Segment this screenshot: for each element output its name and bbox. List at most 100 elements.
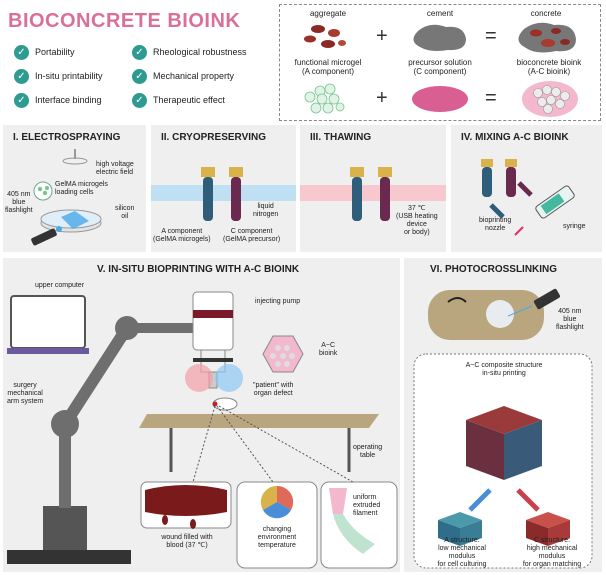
mix-arrow-icon: [489, 181, 533, 219]
bioink-cluster-icon: [522, 81, 578, 117]
split-arrows-icon: [468, 488, 540, 512]
plus-symbol: +: [376, 87, 388, 109]
check-icon: ✓: [132, 44, 147, 60]
a-structure-icon: [438, 512, 482, 546]
cement-label: cement: [426, 9, 454, 18]
nitrogen-label: liquid nitrogen: [253, 203, 279, 218]
tube-c-icon: [378, 167, 392, 221]
aggregate-label: aggregate: [309, 9, 347, 18]
panel-mixing: IV. MIXING A-C BIOINK bioprinting nozzle…: [451, 125, 602, 252]
tube-c-icon: [229, 167, 243, 221]
robot-arm-icon: [7, 316, 199, 564]
flashlight-icon: [507, 288, 561, 317]
needle-icon: [62, 149, 88, 165]
c-structure-label: C structure: high mechanical modulus for…: [522, 537, 582, 568]
plus-symbol: +: [376, 25, 388, 47]
panel-thawing: III. THAWING 37 ℃ (USB heating device or…: [300, 125, 446, 252]
panel-title: IV. MIXING A-C BIOINK: [461, 132, 569, 143]
gelma-label: GelMA microgels loading cells: [55, 181, 108, 196]
main-title: BIOCONCRETE BIOINK: [8, 10, 241, 32]
feature-item: ✓Interface binding: [14, 92, 103, 108]
composite-label: A~C composite structure in-situ printing: [465, 362, 543, 377]
table-label: operating table: [353, 444, 383, 459]
oil-label: silicon oil: [115, 205, 135, 220]
c-structure-icon: [526, 512, 570, 546]
filament-icon: [320, 481, 398, 569]
computer-icon: [7, 295, 89, 354]
panel-title: I. ELECTROSPRAYING: [13, 132, 121, 143]
analogy-top-row: [304, 22, 576, 53]
tissue-tray-icon: [428, 290, 544, 340]
flashlight-icon: [31, 226, 62, 246]
thawing-illustration: [300, 167, 446, 221]
panel-cryopreserving: II. CRYOPRESERVING liquid nitrogen A com…: [151, 125, 296, 252]
tube-a-icon: [350, 167, 364, 221]
mixing-illustration: [481, 159, 575, 236]
flashlight-label: 405 nm blue flashlight: [556, 308, 584, 331]
pump-icon: [192, 291, 234, 389]
nozzle-glow-icon: [185, 364, 243, 392]
tube-c-icon: [505, 159, 517, 197]
wound-icon: [140, 481, 232, 529]
equals-symbol: =: [485, 25, 497, 47]
patient-mouse-icon: [212, 397, 238, 411]
check-icon: ✓: [14, 44, 29, 60]
heating-band: [300, 185, 446, 201]
tube-a-icon: [481, 159, 493, 197]
aggregate-icon: [304, 25, 346, 48]
wound-label: wound filled with blood (37 ℃): [161, 534, 213, 549]
temperature-label: 37 ℃ (USB heating device or body): [396, 205, 438, 236]
microgel-cluster-icon: [304, 83, 345, 114]
check-icon: ✓: [14, 92, 29, 108]
environment-label: changing environment temperature: [257, 526, 297, 549]
c-component-label: C component (GelMA precursor): [223, 228, 281, 243]
pump-label: injecting pump: [255, 298, 301, 305]
check-icon: ✓: [132, 68, 147, 84]
a-structure-label: A structure: low mechanical modulus for …: [437, 537, 487, 568]
tube-a-icon: [201, 167, 215, 221]
panel-title: III. THAWING: [310, 132, 372, 143]
patient-label: "patient" with organ defect: [253, 382, 294, 397]
photocrosslinking-illustration: [413, 288, 593, 569]
analogy-bottom-row: [304, 81, 578, 117]
concrete-icon: [518, 22, 576, 53]
panel-photocrosslinking: VI. PHOTOCROSSLINKING: [404, 258, 602, 572]
analogy-box: aggregate cement concrete + = functional…: [279, 4, 601, 121]
cement-icon: [413, 24, 466, 51]
syringe-label: syringe: [563, 223, 586, 230]
cryo-illustration: [151, 167, 296, 221]
dish-icon: [40, 209, 102, 233]
bioprinting-illustration: [7, 291, 398, 569]
bioink-hex-icon: [262, 335, 304, 373]
thermometer-wheel-icon: [236, 481, 318, 569]
features-left: ✓Portability ✓In-situ printability ✓Inte…: [14, 44, 103, 108]
computer-label: upper computer: [35, 282, 85, 289]
a-component-label: A component (GelMA microgels): [153, 228, 211, 243]
panel-title: V. IN-SITU BIOPRINTING WITH A-C BIOINK: [97, 264, 300, 275]
check-icon: ✓: [132, 92, 147, 108]
callout-lines: [192, 405, 354, 483]
feature-item: ✓In-situ printability: [14, 68, 103, 84]
nozzle-label: bioprinting nozzle: [479, 217, 512, 232]
electrospraying-illustration: [31, 149, 102, 246]
panel-bioprinting: V. IN-SITU BIOPRINTING WITH A-C BIOINK: [3, 258, 400, 572]
flashlight-label: 405 nm blue flashlight: [5, 191, 33, 214]
bioink-label: A~C bioink: [319, 342, 338, 357]
panel-title: VI. PHOTOCROSSLINKING: [430, 264, 558, 275]
arm-label: surgery mechanical arm system: [7, 382, 44, 405]
hv-label: high voltage electric field: [96, 161, 134, 176]
nitrogen-band: [151, 185, 296, 201]
feature-item: ✓Therapeutic effect: [132, 92, 247, 108]
precursor-icon: [412, 86, 468, 112]
operating-table-icon: [139, 414, 379, 472]
feature-item: ✓Rheological robustness: [132, 44, 247, 60]
concrete-label: concrete: [530, 9, 562, 18]
panel-electrospraying: I. ELECTROSPRAYING high voltage electric…: [3, 125, 146, 252]
bioink-label: bioconcrete bioink (A-C bioink): [516, 58, 582, 76]
equals-symbol: =: [485, 87, 497, 109]
filament-label: uniform extruded filament: [353, 494, 381, 517]
check-icon: ✓: [14, 68, 29, 84]
microgel-label: functional microgel (A component): [294, 58, 362, 76]
precursor-label: precursor solution (C component): [408, 58, 472, 76]
features-right: ✓Rheological robustness ✓Mechanical prop…: [132, 44, 247, 108]
